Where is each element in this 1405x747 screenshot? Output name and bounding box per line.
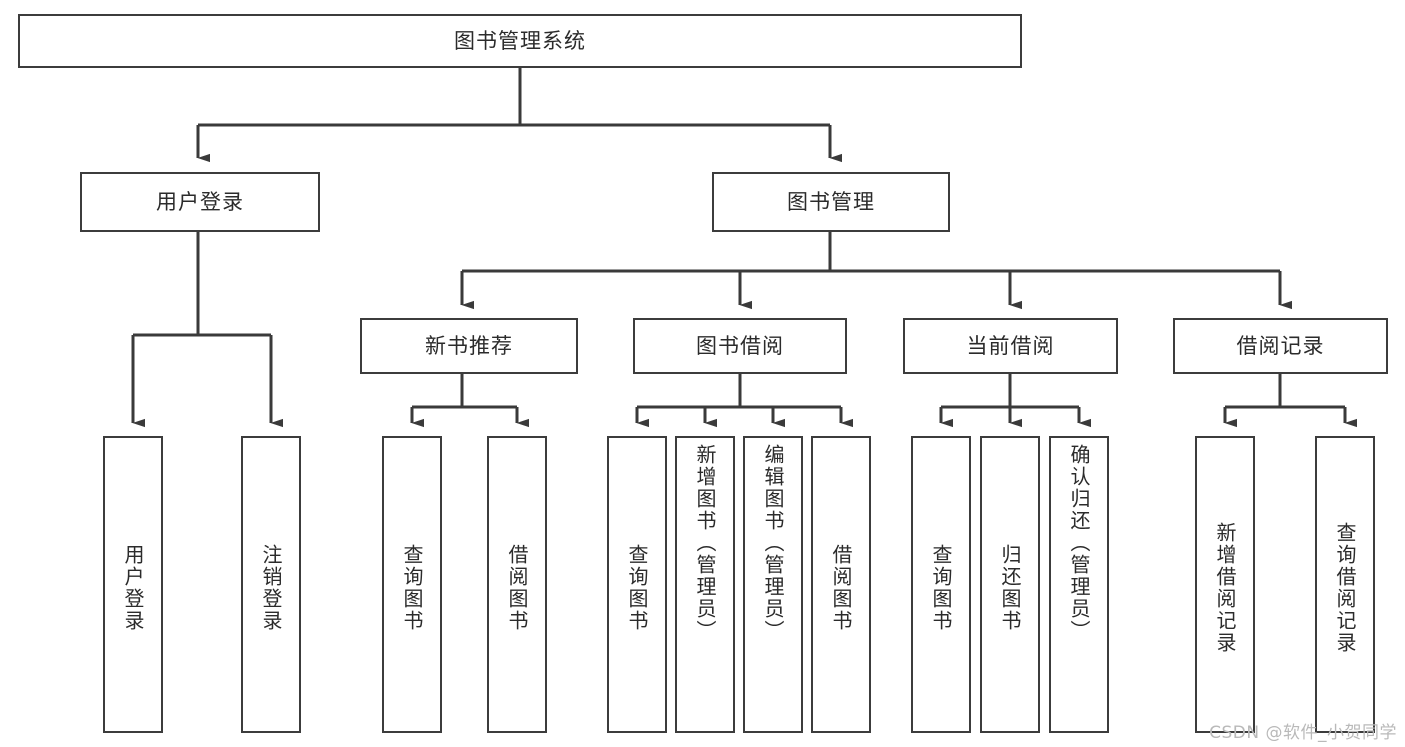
node-label: 借阅图书 — [505, 543, 529, 632]
leaf-current-borrow-query-book[interactable]: 查询图书 — [911, 436, 971, 733]
leaf-current-borrow-confirm-return-admin[interactable]: 确认归还（管理员） — [1049, 436, 1109, 733]
leaf-new-book-borrow-book[interactable]: 借阅图书 — [487, 436, 547, 733]
leaf-borrow-record-query-record[interactable]: 查询借阅记录 — [1315, 436, 1375, 733]
node-label: 用户登录 — [156, 189, 244, 214]
node-user-login[interactable]: 用户登录 — [80, 172, 320, 232]
node-label: 借阅记录 — [1236, 333, 1325, 358]
node-label: 归还图书 — [998, 543, 1022, 632]
node-label: 图书管理系统 — [454, 28, 586, 53]
node-book-borrow[interactable]: 图书借阅 — [633, 318, 847, 374]
leaf-user-login-signout[interactable]: 注销登录 — [241, 436, 301, 733]
node-book-management[interactable]: 图书管理 — [712, 172, 950, 232]
node-borrow-record[interactable]: 借阅记录 — [1173, 318, 1388, 374]
leaf-current-borrow-return-book[interactable]: 归还图书 — [980, 436, 1040, 733]
node-label: 确认归还（管理员） — [1067, 444, 1091, 642]
leaf-book-borrow-borrow-book[interactable]: 借阅图书 — [811, 436, 871, 733]
node-label: 图书借阅 — [696, 333, 784, 358]
leaf-book-borrow-edit-book-admin[interactable]: 编辑图书（管理员） — [743, 436, 803, 733]
node-new-book-recommend[interactable]: 新书推荐 — [360, 318, 578, 374]
node-current-borrow[interactable]: 当前借阅 — [903, 318, 1118, 374]
node-label: 查询借阅记录 — [1333, 521, 1357, 654]
leaf-user-login-signin[interactable]: 用户登录 — [103, 436, 163, 733]
node-label: 用户登录 — [121, 543, 145, 632]
leaf-borrow-record-add-record[interactable]: 新增借阅记录 — [1195, 436, 1255, 733]
leaf-new-book-query-book[interactable]: 查询图书 — [382, 436, 442, 733]
leaf-book-borrow-query-book[interactable]: 查询图书 — [607, 436, 667, 733]
node-label: 查询图书 — [929, 543, 953, 632]
node-label: 新增借阅记录 — [1213, 521, 1237, 654]
leaf-book-borrow-add-book-admin[interactable]: 新增图书（管理员） — [675, 436, 735, 733]
node-label: 注销登录 — [259, 543, 283, 632]
node-label: 借阅图书 — [829, 543, 853, 632]
node-label: 当前借阅 — [966, 333, 1055, 358]
node-label: 查询图书 — [625, 543, 649, 632]
watermark-text: CSDN @软件_小贺同学 — [1209, 723, 1397, 743]
node-label: 新书推荐 — [425, 333, 513, 358]
node-label: 图书管理 — [787, 189, 875, 214]
node-label: 编辑图书（管理员） — [761, 444, 785, 642]
node-label: 查询图书 — [400, 543, 424, 632]
node-label: 新增图书（管理员） — [693, 444, 717, 642]
node-root-library-system[interactable]: 图书管理系统 — [18, 14, 1022, 68]
